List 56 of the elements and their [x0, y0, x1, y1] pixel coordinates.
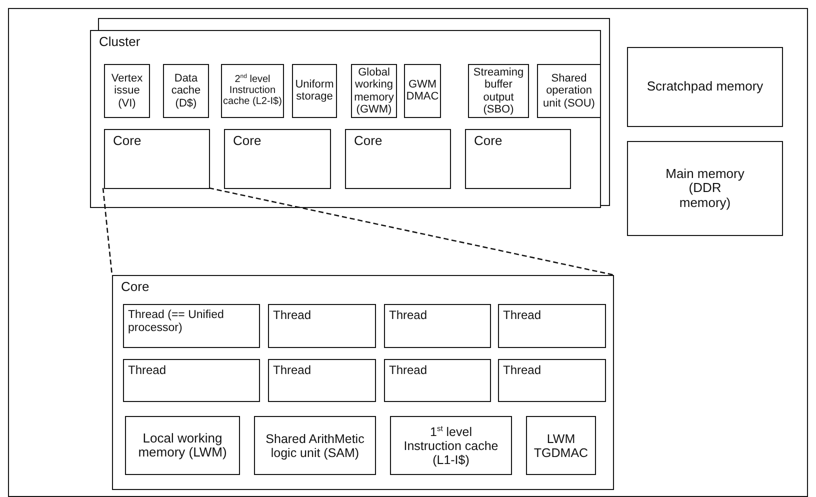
component-box — [627, 141, 783, 236]
block-label: Core — [113, 134, 142, 149]
component-box — [224, 129, 331, 189]
block-label: Shared ArithMetic logic unit (SAM) — [264, 432, 366, 460]
block-label: Global working memory (GWM) — [353, 66, 395, 116]
component-box — [268, 304, 376, 348]
component-box — [465, 129, 571, 189]
block-label: Core — [474, 134, 502, 149]
component-box — [390, 416, 512, 475]
component-box — [384, 359, 491, 402]
block-label: Shared operation unit (SOU) — [542, 72, 596, 110]
block-label: Core — [233, 134, 262, 149]
block-label: Thread — [128, 364, 166, 378]
block-label: Thread — [503, 364, 542, 378]
component-box — [498, 304, 606, 348]
component-box — [526, 416, 596, 475]
block-label: LWM TGDMAC — [532, 432, 590, 460]
component-box — [404, 64, 441, 118]
block-label: Thread — [389, 364, 428, 378]
block-label: Streaming buffer output (SBO) — [472, 66, 525, 116]
block-label: Core — [121, 280, 150, 295]
component-box — [104, 129, 210, 189]
block-label: Core — [354, 134, 382, 149]
component-box — [254, 416, 376, 475]
component-box — [221, 64, 284, 118]
component-box — [627, 47, 783, 127]
zoom-guide-line — [208, 187, 614, 276]
block-label: Local working memory (LWM) — [137, 430, 228, 460]
component-box — [268, 359, 376, 402]
component-box — [537, 64, 601, 118]
block-label: Uniform storage — [294, 78, 335, 104]
component-box — [104, 64, 150, 118]
component-box — [345, 129, 451, 189]
block-label: Thread — [273, 309, 312, 322]
block-label: Thread — [389, 309, 428, 322]
component-box — [112, 275, 614, 490]
component-box — [123, 359, 260, 402]
block-label: Thread — [273, 364, 312, 378]
component-box — [90, 30, 601, 208]
component-box — [123, 304, 260, 348]
block-label: Cluster — [99, 35, 140, 50]
block-label: 1$^{st}$ level Instruction cache (L1-I$) — [402, 424, 500, 466]
block-label: Thread (== Unified processor) — [128, 309, 225, 335]
block-label: Vertex issue (VI) — [110, 72, 144, 110]
block-label: Main memory (DDR memory) — [664, 166, 746, 210]
component-box — [292, 64, 337, 118]
block-label: Thread — [503, 309, 542, 322]
block-label: GWM DMAC — [405, 78, 440, 104]
zoom-guide-line — [102, 188, 113, 276]
component-box — [163, 64, 209, 118]
component-box — [125, 416, 240, 475]
component-box — [498, 359, 606, 402]
block-label: Scratchpad memory — [646, 80, 764, 94]
block-label: 2$^{nd}$ level Instruction cache (L2-I$) — [222, 74, 283, 108]
block-label: Data cache (D$) — [170, 72, 202, 110]
component-box — [384, 304, 491, 348]
